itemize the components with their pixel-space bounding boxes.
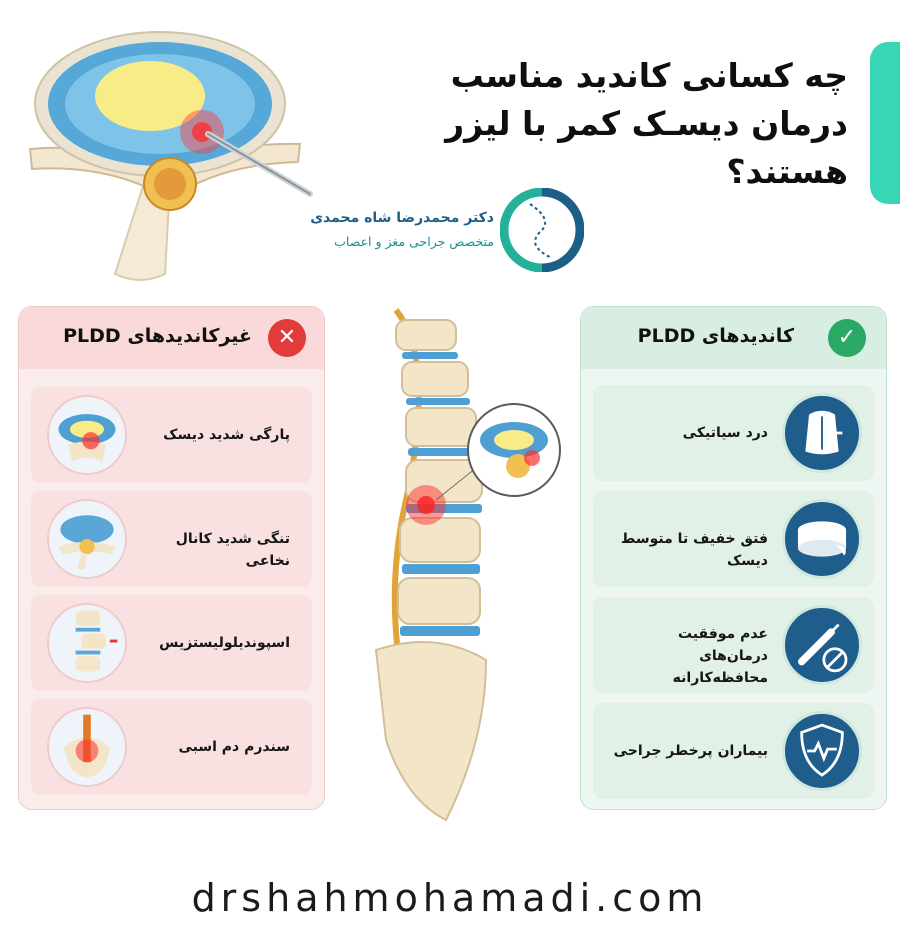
non-candidate-item: تنگی شدید کانال نخاعی <box>31 491 312 587</box>
item-label: بیماران پرخطر جراحی <box>613 743 768 759</box>
item-label: تنگی شدید کانال نخاعی <box>175 531 290 569</box>
item-label: اسپوندیلولیستزیس <box>159 635 290 651</box>
check-mark-icon: ✓ <box>828 319 866 357</box>
herniated-disc-illustration <box>28 31 313 281</box>
title-line-2: درمان دیسـک کمر با لیزر <box>445 104 848 143</box>
syringe-no-icon <box>782 605 862 685</box>
shield-heartbeat-icon <box>782 711 862 791</box>
non-candidates-header: غیرکاندیدهای PLDD ✕ <box>19 307 324 369</box>
candidates-title: کاندیدهای PLDD <box>637 325 794 347</box>
doctor-name: دکتر محمدرضا شاه محمدی <box>310 210 494 226</box>
spine-illustration <box>374 308 561 822</box>
page-title: چه کسانی کاندید مناسب درمان دیسـک کمر با… <box>388 52 848 196</box>
spondylolisthesis-icon <box>47 603 127 683</box>
sciatica-back-icon <box>782 393 862 473</box>
spine-logo-icon <box>500 188 584 272</box>
website-url[interactable]: drshahmohamadi.com <box>191 876 709 920</box>
item-label: سندرم دم اسبی <box>178 739 290 755</box>
item-label: فتق خفیف تا متوسط دیسک <box>620 531 768 569</box>
spinal-canal-stenosis-icon <box>47 499 127 579</box>
non-candidates-title: غیرکاندیدهای PLDD <box>63 325 252 347</box>
candidates-header: کاندیدهای PLDD ✓ <box>581 307 886 369</box>
non-candidate-item: سندرم دم اسبی <box>31 699 312 795</box>
doctor-specialty: متخصص جراحی مغز و اعصاب <box>334 234 494 249</box>
candidate-item: بیماران پرخطر جراحی <box>593 703 874 799</box>
item-label: درد سیاتیکی <box>682 425 768 441</box>
x-mark-icon: ✕ <box>268 319 306 357</box>
header-accent-bar <box>870 42 900 204</box>
non-candidate-item: پارگی شدید دیسک <box>31 387 312 483</box>
cauda-equina-icon <box>47 707 127 787</box>
item-label: عدم موفقیت درمان‌های محافظه‌کارانه <box>672 626 768 686</box>
torn-disc-icon <box>47 395 127 475</box>
item-label: پارگی شدید دیسک <box>163 427 290 443</box>
non-candidates-panel: غیرکاندیدهای PLDD ✕ پارگی شدید دیسک تنگی… <box>18 306 325 810</box>
candidate-item: درد سیاتیکی <box>593 385 874 481</box>
candidate-item: فتق خفیف تا متوسط دیسک <box>593 491 874 587</box>
brand-block: دکتر محمدرضا شاه محمدی متخصص جراحی مغز و… <box>310 188 590 278</box>
candidate-item: عدم موفقیت درمان‌های محافظه‌کارانه <box>593 597 874 693</box>
candidates-panel: کاندیدهای PLDD ✓ درد سیاتیکی فتق خفیف تا… <box>580 306 887 810</box>
non-candidate-item: اسپوندیلولیستزیس <box>31 595 312 691</box>
title-line-1: چه کسانی کاندید مناسب <box>450 56 848 95</box>
herniated-disc-icon <box>782 499 862 579</box>
title-line-3: هستند؟ <box>726 152 848 191</box>
